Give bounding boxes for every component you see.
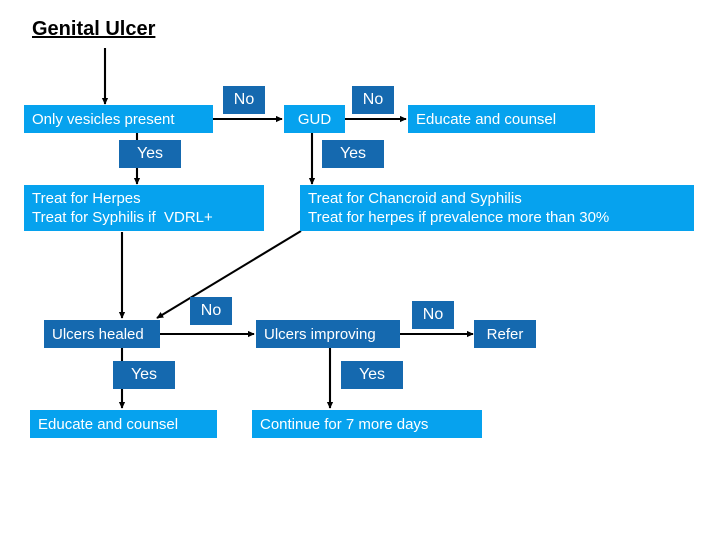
node-ulcers-healed[interactable]: Ulcers healed	[44, 320, 160, 348]
node-label-line1: Treat for Chancroid and Syphilis	[308, 190, 522, 207]
edge-label-text: Yes	[358, 366, 386, 383]
edge-label-gud-yes: Yes	[322, 140, 384, 168]
node-label: Refer	[486, 325, 524, 343]
node-continue-seven-days[interactable]: Continue for 7 more days	[252, 410, 482, 438]
edge-label-vesicles-no: No	[223, 86, 265, 114]
edge-label-gud-no: No	[352, 86, 394, 114]
page-title: Genital Ulcer	[32, 18, 156, 40]
edge-label-text: No	[233, 91, 255, 108]
node-label: Only vesicles present	[32, 110, 175, 128]
edge-label-text: No	[200, 302, 222, 319]
node-educate-and-counsel-bottom[interactable]: Educate and counsel	[30, 410, 217, 438]
edge-label-improving-yes: Yes	[341, 361, 403, 389]
node-label: Continue for 7 more days	[260, 415, 429, 433]
node-label: Educate and counsel	[416, 110, 557, 128]
edge-label-text: No	[362, 91, 384, 108]
edge-label-text: Yes	[136, 145, 164, 162]
node-treat-herpes[interactable]: Treat for Herpes Treat for Syphilis if V…	[24, 185, 264, 231]
node-label-line2: Treat for Syphilis if VDRL+	[32, 209, 213, 226]
edge-label-text: Yes	[130, 366, 158, 383]
node-label: GUD	[297, 110, 332, 128]
node-gud[interactable]: GUD	[284, 105, 345, 133]
edge-label-healed-yes: Yes	[113, 361, 175, 389]
edge-label-vesicles-yes: Yes	[119, 140, 181, 168]
node-treat-chancroid[interactable]: Treat for Chancroid and Syphilis Treat f…	[300, 185, 694, 231]
edge-label-improving-no: No	[412, 301, 454, 329]
node-label-line2: Treat for herpes if prevalence more than…	[308, 209, 610, 226]
edge-label-text: Yes	[339, 145, 367, 162]
node-ulcers-improving[interactable]: Ulcers improving	[256, 320, 400, 348]
node-educate-and-counsel-top[interactable]: Educate and counsel	[408, 105, 595, 133]
node-label: Educate and counsel	[38, 415, 179, 433]
edge-label-text: No	[422, 306, 444, 323]
node-only-vesicles-present[interactable]: Only vesicles present	[24, 105, 213, 133]
node-refer[interactable]: Refer	[474, 320, 536, 348]
node-label-line1: Treat for Herpes	[32, 190, 141, 207]
node-label: Ulcers healed	[52, 325, 144, 343]
edge-label-healed-no: No	[190, 297, 232, 325]
node-label: Ulcers improving	[264, 325, 376, 343]
